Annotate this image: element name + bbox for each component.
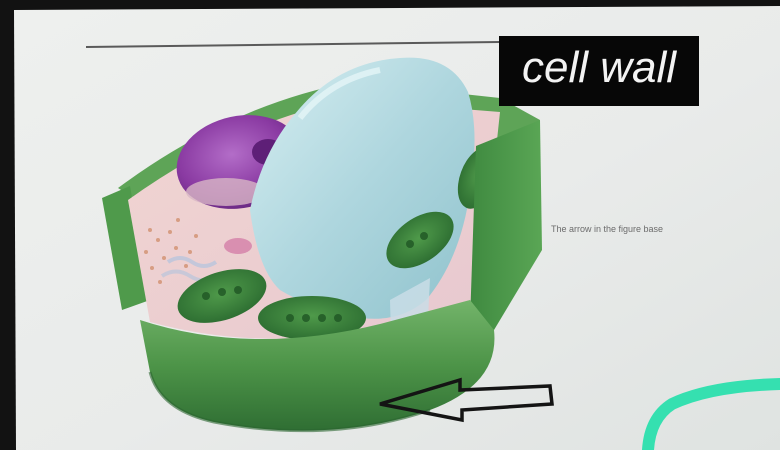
golgi-body [224,238,252,254]
cell-wall-label-box: cell wall [499,36,699,106]
question-caption: The arrow in the figure base [551,224,780,234]
cell-wall-label: cell wall [522,46,676,90]
